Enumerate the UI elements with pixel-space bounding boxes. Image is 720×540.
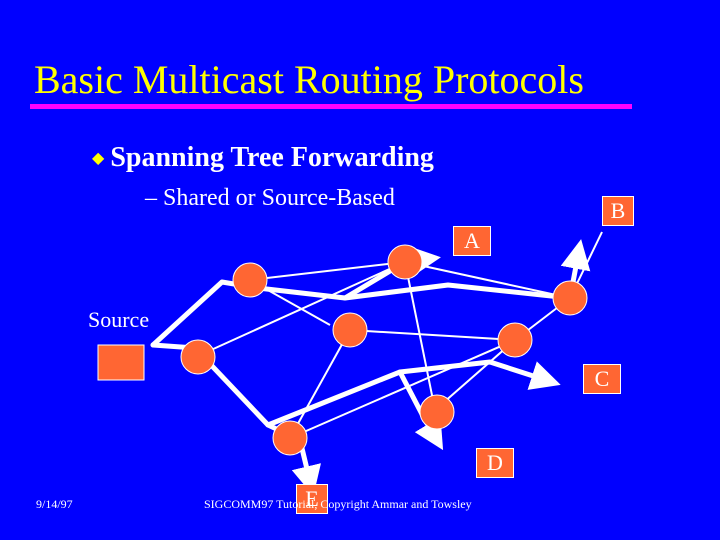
- router-node: [272, 420, 308, 456]
- node-label-a: A: [453, 226, 491, 256]
- sub-bullet: – Shared or Source-Based: [145, 185, 395, 211]
- footer-credit: SIGCOMM97 Tutorial, Copyright Ammar and …: [204, 497, 472, 511]
- router-node: [387, 244, 423, 280]
- diamond-bullet-icon: ◆: [92, 150, 105, 167]
- tree-path-to-c: [265, 359, 561, 428]
- router-node: [419, 394, 455, 430]
- link-r5-r8: [289, 339, 516, 439]
- link-r6-r8: [434, 339, 516, 411]
- node-label-b: B: [602, 196, 634, 226]
- slide-title: Basic Multicast Routing Protocols: [34, 57, 584, 102]
- title-underline: [30, 104, 632, 109]
- link-r3-r8: [349, 329, 516, 341]
- link-r2-r6: [404, 261, 436, 411]
- link-r2-r7: [404, 261, 571, 299]
- node-label-c: C: [583, 364, 621, 394]
- bullet-spanning-tree: ◆ Spanning Tree Forwarding: [92, 142, 434, 174]
- source-host: [97, 344, 145, 381]
- tree-path-to-b: [342, 239, 591, 301]
- link-r4-r2: [199, 261, 406, 356]
- router-node: [497, 322, 533, 358]
- routers: [180, 244, 588, 456]
- link-r1-r2: [249, 261, 406, 281]
- bullet-text: Spanning Tree Forwarding: [110, 142, 434, 173]
- router-node: [332, 312, 368, 348]
- node-label-d: D: [476, 448, 514, 478]
- router-node: [232, 262, 268, 298]
- node-label-e: E: [296, 484, 328, 514]
- link-r3-r5: [289, 329, 351, 439]
- source-label: Source: [88, 307, 150, 332]
- footer-date: 9/14/97: [36, 497, 73, 511]
- tree-paths: [150, 239, 591, 496]
- router-node: [552, 280, 588, 316]
- router-node: [180, 339, 216, 375]
